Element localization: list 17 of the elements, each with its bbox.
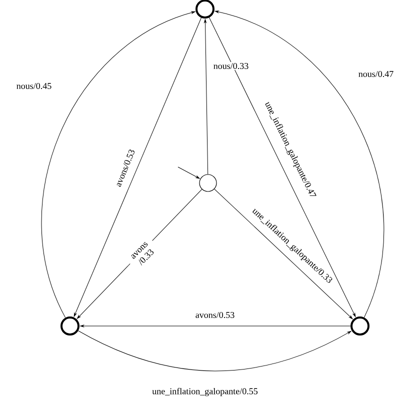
edge-label: avons/0.53 <box>194 310 236 320</box>
state-circle <box>60 316 80 336</box>
arrow <box>214 188 353 320</box>
state-circle <box>350 316 370 336</box>
arrow <box>78 330 352 372</box>
arrow <box>74 18 202 317</box>
state-circle <box>199 174 217 192</box>
arrow <box>214 10 384 318</box>
arrow <box>41 11 196 318</box>
edge-label: une_inflation_galopante/0.55 <box>151 386 259 398</box>
edge-label: nous/0.47 <box>357 70 395 78</box>
arrow <box>204 19 208 174</box>
edge-label: nous/0.33 <box>212 62 250 70</box>
start-arrow <box>178 166 200 179</box>
arrow <box>208 17 356 317</box>
arrow <box>80 324 351 328</box>
edge-label: nous/0.45 <box>15 82 53 90</box>
